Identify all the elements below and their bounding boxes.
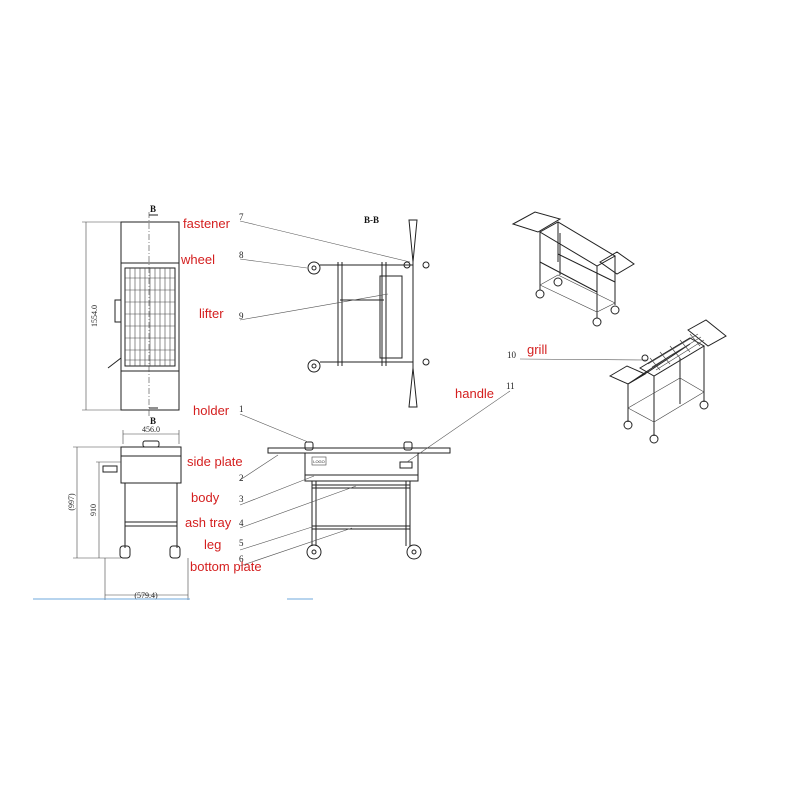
- part-number-10: 10: [507, 350, 517, 360]
- label-leg: leg: [204, 537, 221, 552]
- label-handle: handle: [455, 386, 494, 401]
- label-bottom-plate: bottom plate: [190, 559, 262, 574]
- part-number-2: 2: [239, 473, 244, 483]
- label-lifter: lifter: [199, 306, 224, 321]
- part-number-4: 4: [239, 518, 244, 528]
- dim-width-bottom: (579.4): [134, 591, 158, 600]
- label-ash-tray: ash tray: [185, 515, 232, 530]
- part-number-8: 8: [239, 250, 244, 260]
- part-number-3: 3: [239, 494, 244, 504]
- dim-width-top: 456.0: [142, 425, 160, 434]
- top-view-grill-mesh: [124, 267, 176, 367]
- perspective-view-1: [511, 211, 635, 327]
- label-grill: grill: [527, 342, 547, 357]
- part-number-5: 5: [239, 538, 244, 548]
- part-number-6: 6: [239, 554, 244, 564]
- section-view-title: B-B: [364, 215, 379, 225]
- dim-height-total: (997): [67, 493, 76, 511]
- label-holder: holder: [193, 403, 230, 418]
- part-number-9: 9: [239, 311, 244, 321]
- label-wheel: wheel: [180, 252, 215, 267]
- section-mark-bottom: B: [150, 416, 156, 426]
- leader-lines: [239, 220, 649, 567]
- label-body: body: [191, 490, 220, 505]
- side-view: LOGO: [267, 441, 451, 560]
- part-number-1: 1: [239, 404, 244, 414]
- part-number-11: 11: [506, 381, 515, 391]
- section-view-b-b: B-B: [307, 215, 430, 408]
- label-side-plate: side plate: [187, 454, 243, 469]
- logo-text: LOGO: [313, 459, 325, 464]
- front-view: 456.0 (997) 910 (579.4): [67, 425, 189, 600]
- section-mark-top: B: [150, 204, 156, 214]
- dim-height: 1554.0: [90, 305, 99, 327]
- label-fastener: fastener: [183, 216, 231, 231]
- part-numbers: 7 8 9 10 11 1 2 3 4 5 6: [239, 212, 517, 564]
- perspective-view-2: [608, 319, 727, 444]
- dim-height-inner: 910: [89, 504, 98, 516]
- grill-grate: [647, 333, 705, 371]
- part-labels: fastener wheel lifter grill handle holde…: [180, 216, 547, 574]
- part-number-7: 7: [239, 212, 244, 222]
- top-view: B B 1554.0: [82, 204, 180, 426]
